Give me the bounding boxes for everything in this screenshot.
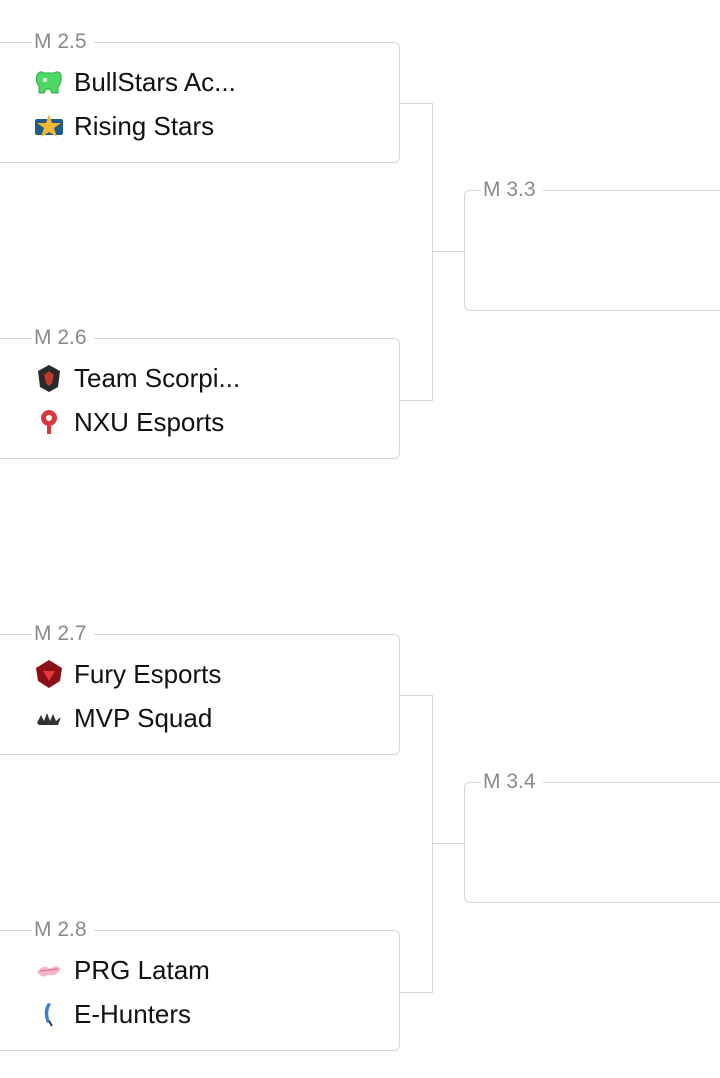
team-row[interactable]: PRG Latam xyxy=(32,952,210,988)
team-name: NXU Esports xyxy=(74,406,225,437)
team-row[interactable]: Team Scorpi... xyxy=(32,360,240,396)
team-name: E-Hunters xyxy=(74,998,192,1029)
team-row[interactable]: Fury Esports xyxy=(32,656,221,692)
fury-logo-icon xyxy=(32,657,66,691)
ehunters-logo-icon xyxy=(32,997,66,1031)
team-name: Rising Stars xyxy=(74,110,215,141)
team-row[interactable]: NXU Esports xyxy=(32,404,224,440)
match-2-7[interactable]: M 2.7 Fury Esports MVP Squad xyxy=(0,621,400,755)
team-name: Fury Esports xyxy=(74,658,222,689)
match-3-4[interactable]: M 3.4 xyxy=(464,769,720,903)
match-label: M 2.6 xyxy=(32,325,94,351)
match-2-5[interactable]: M 2.5 BullStars Ac... Rising Stars xyxy=(0,29,400,163)
prg-logo-icon xyxy=(32,953,66,987)
match-label: M 2.5 xyxy=(32,29,94,55)
match-label: M 3.4 xyxy=(481,769,543,795)
team-name: BullStars Ac... xyxy=(74,66,236,97)
match-3-3[interactable]: M 3.3 xyxy=(464,177,720,311)
bracket-connector xyxy=(399,103,433,401)
bracket-connector xyxy=(399,695,433,993)
team-row[interactable]: Rising Stars xyxy=(32,108,214,144)
nxu-logo-icon xyxy=(32,405,66,439)
bracket-connector xyxy=(432,843,465,844)
team-row[interactable]: E-Hunters xyxy=(32,996,191,1032)
team-name: PRG Latam xyxy=(74,954,210,985)
team-row[interactable]: MVP Squad xyxy=(32,700,212,736)
match-label: M 3.3 xyxy=(481,177,543,203)
bracket-connector xyxy=(432,251,465,252)
match-label: M 2.8 xyxy=(32,917,94,943)
team-name: MVP Squad xyxy=(74,702,213,733)
team-name: Team Scorpi... xyxy=(74,362,241,393)
rising-stars-logo-icon xyxy=(32,109,66,143)
bull-logo-icon xyxy=(32,65,66,99)
match-2-6[interactable]: M 2.6 Team Scorpi... NXU Esports xyxy=(0,325,400,459)
mvp-logo-icon xyxy=(32,701,66,735)
match-label: M 2.7 xyxy=(32,621,94,647)
match-2-8[interactable]: M 2.8 PRG Latam E-Hunters xyxy=(0,917,400,1051)
team-row[interactable]: BullStars Ac... xyxy=(32,64,236,100)
scorpion-logo-icon xyxy=(32,361,66,395)
